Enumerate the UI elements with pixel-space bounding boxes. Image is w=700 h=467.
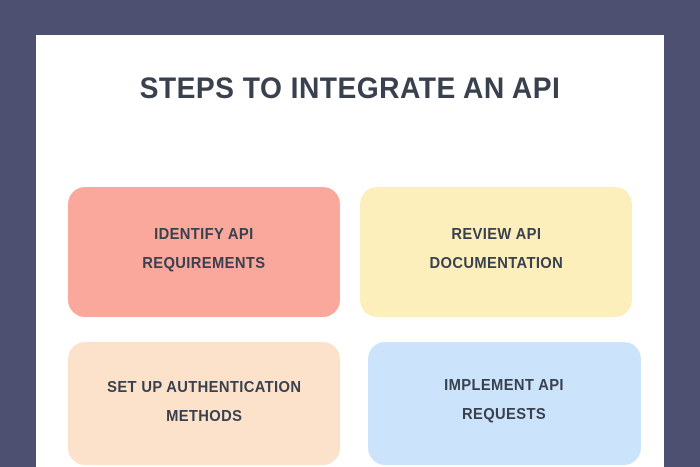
step-card-label: Identify API Requirements	[142, 226, 266, 272]
step-card-label: Set Up Authentication Methods	[106, 379, 302, 425]
content-panel: Steps to Integrate an API Identify API R…	[36, 35, 664, 467]
step-card-identify-requirements: Identify API Requirements	[68, 187, 340, 317]
steps-grid: Identify API Requirements Review API Doc…	[36, 152, 664, 465]
step-card-label: Review API Documentation	[429, 226, 563, 272]
page-title: Steps to Integrate an API	[139, 72, 561, 105]
step-card-label: Implement API Requests	[444, 377, 565, 423]
step-card-review-documentation: Review API Documentation	[360, 187, 632, 317]
step-card-implement-requests: Implement API Requests	[368, 342, 641, 465]
step-card-setup-authentication: Set Up Authentication Methods	[68, 342, 340, 465]
